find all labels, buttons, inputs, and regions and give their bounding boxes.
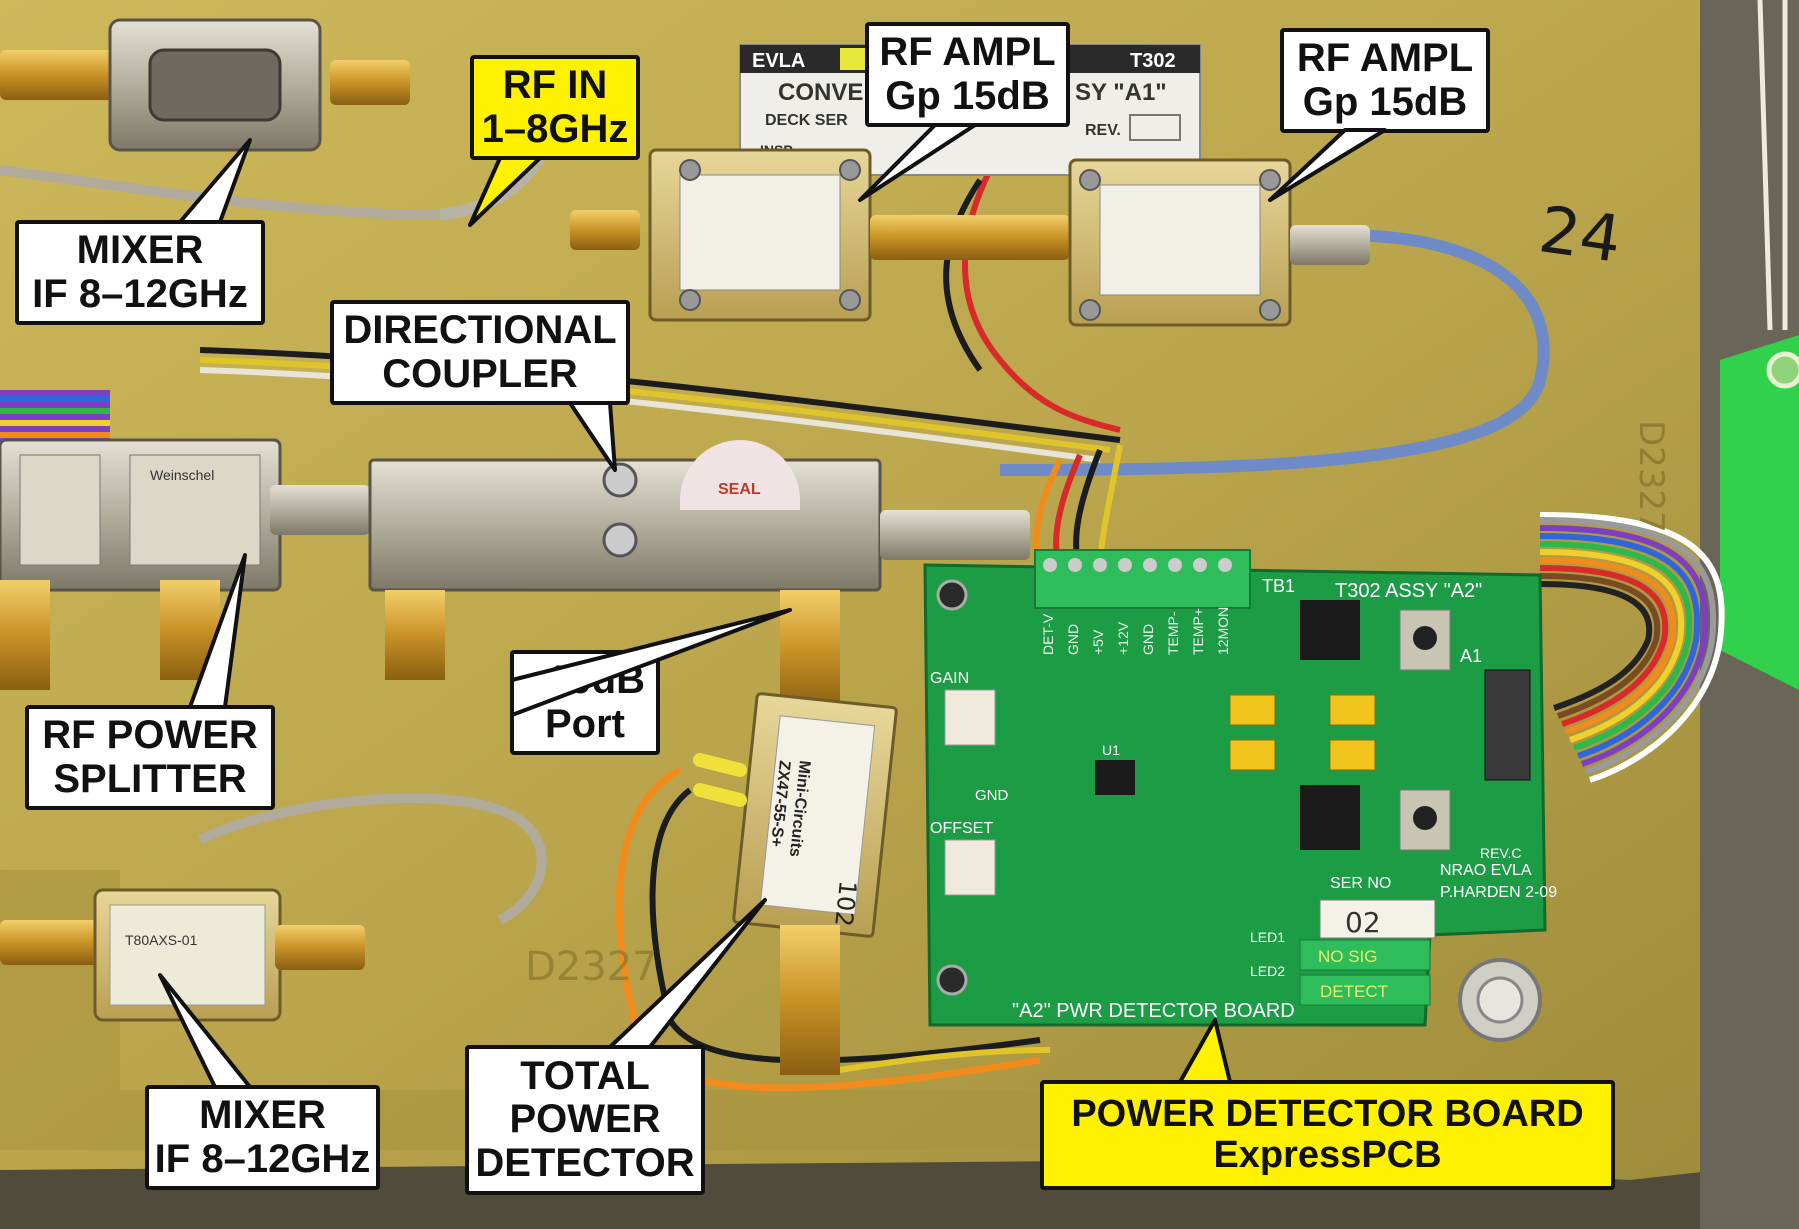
- callout-power-detector-board-line2: ExpressPCB: [1213, 1134, 1442, 1176]
- callout-mixer-top-line2: IF 8–12GHz: [32, 271, 248, 316]
- power-detector-pcb: DET-V GND +5V +12V GND TEMP- TEMP+ 12MON…: [923, 549, 1557, 1027]
- tb-pin-7: 12MON: [1215, 607, 1231, 655]
- mixer-model-text: T80AXS-01: [125, 932, 198, 948]
- plate-stamp-right: D2327: [1631, 420, 1671, 533]
- callout-rf-ampl-1: RF AMPL Gp 15dB: [865, 22, 1070, 127]
- callout-rf-ampl-1-line2: Gp 15dB: [885, 73, 1050, 118]
- tb-pin-0: DET-V: [1040, 613, 1056, 655]
- callout-rf-in-line1: RF IN: [502, 63, 608, 108]
- board-a1: A1: [1460, 646, 1482, 666]
- rf-power-splitter-component: Weinschel: [0, 438, 370, 690]
- rf-amplifier-2: [1068, 158, 1370, 327]
- tb-pin-2: +5V: [1090, 629, 1106, 655]
- board-detect: DETECT: [1320, 982, 1388, 1001]
- callout-rf-ampl-2: RF AMPL Gp 15dB: [1280, 28, 1490, 133]
- label-deck: DECK SER: [765, 112, 848, 129]
- tb-pin-3: +12V: [1115, 621, 1131, 655]
- board-no-sig: NO SIG: [1318, 947, 1378, 966]
- splitter-brand-text: Weinschel: [150, 467, 214, 483]
- yellow-wire-detector: [839, 1047, 1051, 1073]
- callout-rf-power-splitter: RF POWER SPLITTER: [25, 705, 275, 810]
- seal-text: SEAL: [718, 481, 761, 498]
- label-conv: CONVE: [778, 79, 863, 106]
- terminal-block: [1034, 549, 1251, 609]
- ribbon-cable: [1539, 512, 1725, 783]
- callout-total-power-detector-line3: DETECTOR: [475, 1140, 695, 1185]
- label-rev: REV.: [1085, 122, 1121, 139]
- rf-amplifier-1: [570, 148, 872, 322]
- callout-total-power-detector-line1: TOTAL: [520, 1054, 650, 1099]
- tag-string: [1757, 0, 1788, 331]
- board-led2: LED2: [1250, 963, 1285, 979]
- board-gnd: GND: [975, 787, 1009, 804]
- board-rev: REV.C: [1480, 845, 1522, 861]
- board-nrao: NRAO EVLA: [1440, 862, 1532, 879]
- ser-no-box: [1319, 899, 1436, 939]
- detector-handwritten: 102: [829, 879, 862, 927]
- board-offset: OFFSET: [930, 820, 993, 837]
- tb-pin-4: GND: [1140, 624, 1156, 655]
- blue-cable: [999, 229, 1550, 476]
- board-gain: GAIN: [930, 670, 969, 687]
- callout-rf-ampl-2-line2: Gp 15dB: [1302, 79, 1468, 124]
- tb-pin-6: TEMP+: [1190, 608, 1206, 655]
- callout-rf-in: RF IN 1–8GHz: [470, 55, 640, 160]
- callout-mixer-top: MIXER IF 8–12GHz: [15, 220, 265, 325]
- callout-minus10db-port-line1: –10dB: [524, 658, 646, 703]
- callout-rf-power-splitter-line1: RF POWER: [42, 713, 258, 758]
- board-ser-no: SER NO: [1330, 875, 1391, 892]
- callout-mixer-bottom-line1: MIXER: [199, 1093, 326, 1138]
- ribbon-header: [1484, 669, 1531, 781]
- board-title: T302 ASSY "A2": [1335, 580, 1482, 602]
- tb-pin-5: TEMP-: [1165, 611, 1181, 655]
- callout-power-detector-board-line1: POWER DETECTOR BOARD: [1071, 1092, 1584, 1135]
- board-tb1: TB1: [1262, 576, 1295, 596]
- callout-directional-coupler: DIRECTIONAL COUPLER: [330, 300, 630, 405]
- callout-rf-in-line2: 1–8GHz: [481, 106, 629, 151]
- callout-power-detector-board: POWER DETECTOR BOARD ExpressPCB: [1040, 1080, 1615, 1190]
- callout-rf-ampl-1-line1: RF AMPL: [879, 30, 1056, 75]
- callout-directional-coupler-line2: COUPLER: [382, 351, 578, 396]
- mixer-top-component: [0, 18, 410, 152]
- black-wire: [943, 178, 983, 372]
- label-t302: T302: [1130, 50, 1176, 72]
- callout-mixer-bottom: MIXER IF 8–12GHz: [145, 1085, 380, 1190]
- callout-total-power-detector: TOTAL POWER DETECTOR: [465, 1045, 705, 1195]
- directional-coupler-component: SEAL: [368, 440, 1030, 680]
- tag-eyelet: [1766, 351, 1799, 389]
- board-bottom-text: "A2" PWR DETECTOR BOARD: [1012, 1000, 1295, 1022]
- semi-rigid-cable-bottom: [197, 793, 547, 925]
- callout-mixer-bottom-line2: IF 8–12GHz: [154, 1136, 371, 1181]
- plate-stamp-bottom: D2327: [525, 944, 658, 990]
- callout-directional-coupler-line1: DIRECTIONAL: [343, 308, 617, 353]
- handwritten-number: 24: [1535, 193, 1626, 278]
- callout-rf-power-splitter-line2: SPLITTER: [53, 756, 247, 801]
- callout-minus10db-port-line2: Port: [545, 701, 625, 746]
- inter-amp-connector: [870, 215, 1070, 260]
- callout-mixer-top-line1: MIXER: [76, 228, 204, 273]
- board-led1: LED1: [1250, 929, 1285, 945]
- board-ser-value: 02: [1345, 906, 1381, 939]
- label-assy: SY "A1": [1075, 79, 1167, 106]
- green-tag: [1720, 335, 1799, 690]
- board-u1: U1: [1102, 742, 1120, 758]
- board-harden: P.HARDEN 2-09: [1440, 884, 1557, 901]
- tb-pin-1: GND: [1065, 624, 1081, 655]
- callout-total-power-detector-line2: POWER: [509, 1097, 661, 1142]
- callout-minus10db-port: –10dB Port: [510, 650, 660, 755]
- total-power-detector-component: Mini-Circuits ZX47-55-S+ 102: [693, 590, 898, 1075]
- callout-rf-ampl-2-line1: RF AMPL: [1296, 36, 1474, 81]
- label-evla: EVLA: [752, 50, 805, 72]
